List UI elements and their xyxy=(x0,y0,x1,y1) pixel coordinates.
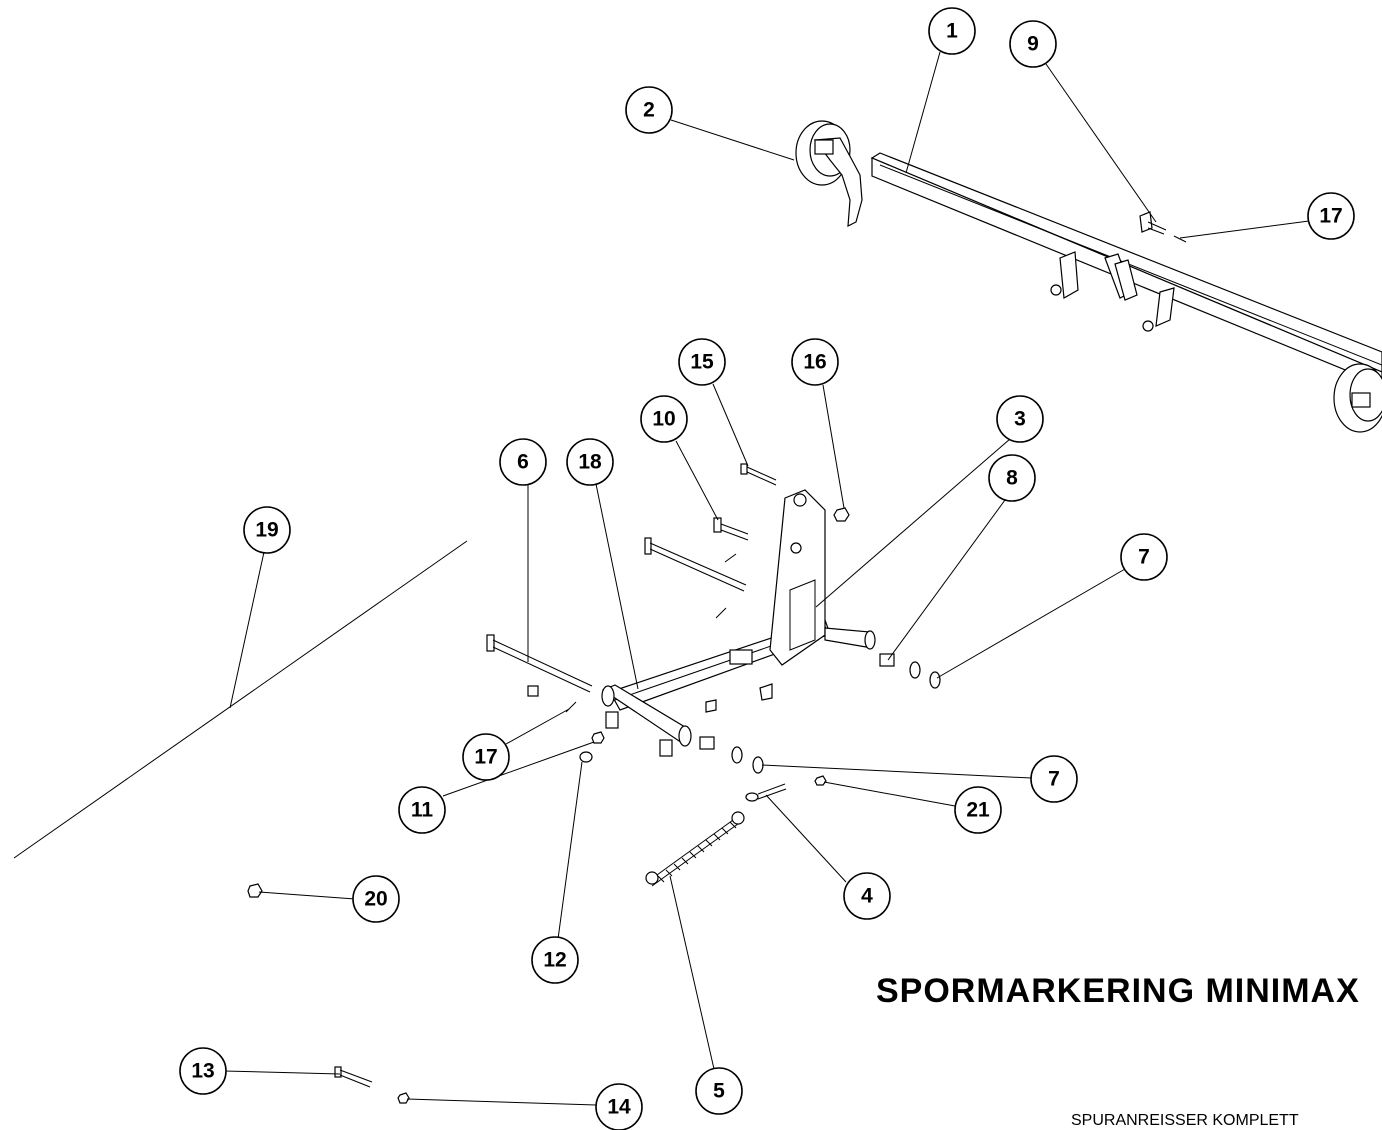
svg-text:13: 13 xyxy=(191,1060,214,1083)
callout-12: 12 xyxy=(531,936,579,984)
callout-21: 21 xyxy=(954,786,1002,834)
callout-13: 13 xyxy=(179,1047,227,1095)
callout-18: 18 xyxy=(566,438,614,486)
svg-text:18: 18 xyxy=(578,451,602,474)
svg-text:17: 17 xyxy=(474,746,497,769)
svg-text:21: 21 xyxy=(966,799,990,822)
svg-text:2: 2 xyxy=(643,99,655,122)
svg-text:4: 4 xyxy=(861,885,873,908)
part-8-bushing xyxy=(879,653,895,667)
svg-text:15: 15 xyxy=(690,351,714,374)
callout-2: 2 xyxy=(625,86,673,134)
svg-text:9: 9 xyxy=(1027,33,1039,56)
part-10-pin xyxy=(713,517,749,541)
callout-14: 14 xyxy=(595,1083,643,1130)
svg-text:10: 10 xyxy=(652,408,675,431)
callout-6: 6 xyxy=(499,438,547,486)
part-long-rod xyxy=(644,537,747,592)
svg-text:19: 19 xyxy=(255,519,278,542)
callout-4: 4 xyxy=(843,872,891,920)
svg-text:16: 16 xyxy=(803,351,826,374)
part-19-long-rod xyxy=(13,540,468,859)
part-9-pin xyxy=(1139,211,1167,235)
part-21-nut xyxy=(814,775,827,786)
part-15-pin xyxy=(740,463,777,486)
part-small-block xyxy=(527,685,539,697)
part-1-beam xyxy=(870,152,1382,386)
svg-text:7: 7 xyxy=(1138,546,1150,569)
callout-9: 9 xyxy=(1009,20,1057,68)
part-4-eyebolt xyxy=(745,783,787,802)
callout-20: 20 xyxy=(352,875,400,923)
part-20-clip xyxy=(247,883,263,898)
callout-5: 5 xyxy=(695,1067,743,1115)
svg-text:8: 8 xyxy=(1006,467,1018,490)
callout-10: 10 xyxy=(640,395,688,443)
callout-7-right: 7 xyxy=(1120,533,1168,581)
leader-lines xyxy=(223,51,1310,1106)
diagram-subtitle: SPURANREISSER KOMPLETT xyxy=(1071,1112,1299,1129)
callout-16: 16 xyxy=(791,338,839,386)
svg-text:3: 3 xyxy=(1014,408,1026,431)
svg-text:7: 7 xyxy=(1048,768,1060,791)
part-12-pin xyxy=(579,751,593,763)
part-13-bolt xyxy=(334,1066,373,1088)
part-5-spring xyxy=(645,811,745,887)
part-2-marker-disc xyxy=(795,120,863,228)
part-7-washers-right xyxy=(909,661,941,689)
svg-text:11: 11 xyxy=(411,799,434,822)
callout-17-top: 17 xyxy=(1307,192,1355,240)
diagram-title: SPORMARKERING MINIMAX xyxy=(876,972,1360,1010)
part-small-pin-b xyxy=(715,607,727,619)
svg-text:5: 5 xyxy=(713,1080,725,1103)
part-17-cotter-top xyxy=(1173,235,1187,243)
svg-text:1: 1 xyxy=(946,20,958,43)
callout-3: 3 xyxy=(996,395,1044,443)
part-small-pin-a xyxy=(724,553,737,563)
part-3-frame xyxy=(601,489,876,757)
part-7-washers-lower xyxy=(699,736,764,774)
callout-7-lower: 7 xyxy=(1030,755,1078,803)
svg-text:6: 6 xyxy=(517,451,529,474)
callout-19: 19 xyxy=(243,506,291,554)
svg-text:12: 12 xyxy=(543,949,566,972)
part-6-rod xyxy=(486,634,593,693)
callout-17-lower: 17 xyxy=(462,733,510,781)
part-16-nut xyxy=(833,507,850,522)
callout-1: 1 xyxy=(928,7,976,55)
part-2-marker-disc-right xyxy=(1333,363,1382,433)
svg-text:17: 17 xyxy=(1319,205,1342,228)
svg-text:14: 14 xyxy=(607,1096,631,1119)
part-17-cotter-lower xyxy=(565,701,577,713)
callout-8: 8 xyxy=(988,454,1036,502)
svg-text:20: 20 xyxy=(364,888,387,911)
part-14-nut xyxy=(397,1092,410,1104)
callout-15: 15 xyxy=(678,338,726,386)
part-11-nut xyxy=(591,731,605,744)
callout-11: 11 xyxy=(398,786,446,834)
